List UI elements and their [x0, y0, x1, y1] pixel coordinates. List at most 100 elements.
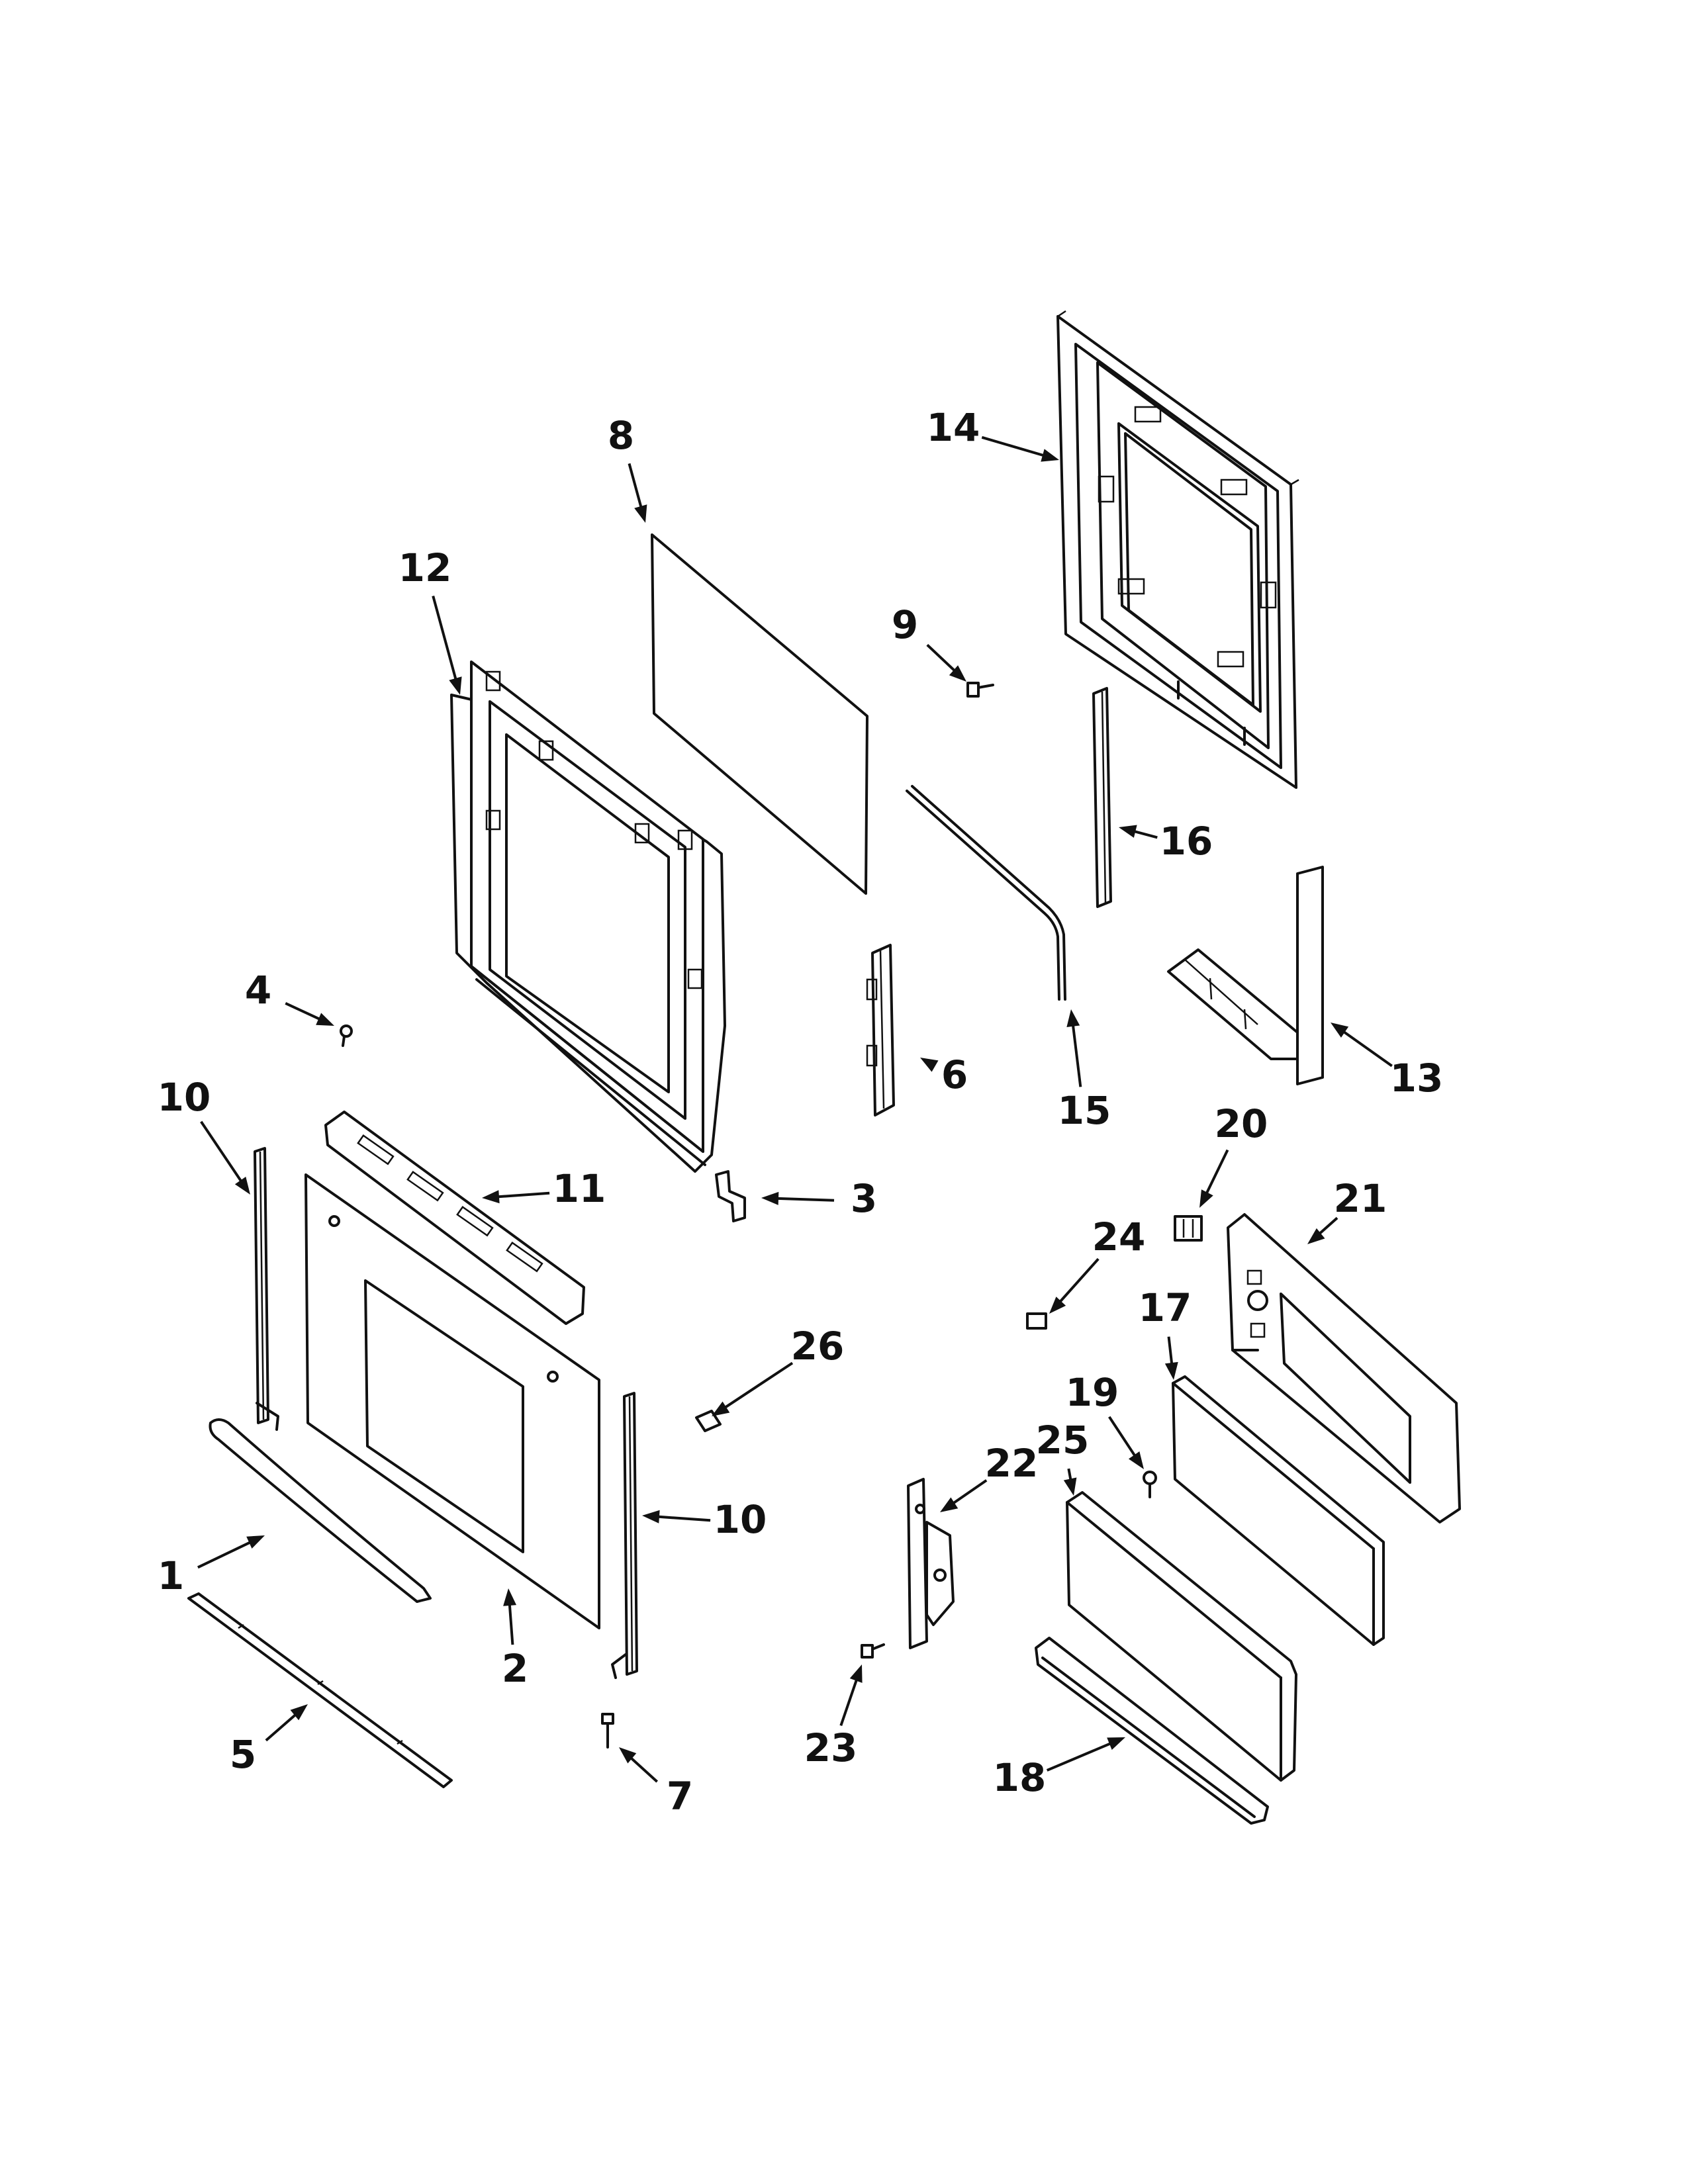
- part-16-hinge-channel: [1092, 687, 1112, 908]
- part-number-label: 9: [892, 602, 918, 647]
- part-number-label: 21: [1334, 1176, 1387, 1221]
- part-17-drawer-panel: [1172, 1375, 1385, 1646]
- callout-c11: 11: [482, 1166, 606, 1211]
- part-number-label: 18: [993, 1755, 1047, 1800]
- callout-c25: 25: [1036, 1418, 1090, 1496]
- part-12-door-frame: [450, 660, 726, 1173]
- callout-c1: 1: [158, 1535, 265, 1598]
- callout-c18: 18: [993, 1737, 1125, 1800]
- part-20-clip: [1174, 1215, 1203, 1242]
- arrowhead: [503, 1588, 517, 1606]
- arrowhead: [290, 1704, 308, 1721]
- part-number-label: 1: [158, 1553, 184, 1598]
- part-number-label: 22: [985, 1441, 1039, 1486]
- arrowhead: [920, 1058, 939, 1072]
- part-number-label: 11: [553, 1166, 606, 1211]
- arrowhead: [1119, 825, 1137, 838]
- part-9-screw: [966, 682, 994, 698]
- arrowhead: [1049, 1297, 1066, 1314]
- part-13-insulation: [1167, 866, 1324, 1085]
- callout-c2: 2: [502, 1588, 528, 1691]
- part-7-screw: [601, 1713, 614, 1749]
- callout-c16: 16: [1119, 819, 1213, 864]
- part-number-label: 25: [1036, 1418, 1090, 1463]
- callout-c23: 23: [804, 1664, 863, 1770]
- callout-c7: 7: [619, 1747, 693, 1819]
- part-number-label: 12: [399, 545, 452, 590]
- part-18-drawer-trim: [1035, 1637, 1269, 1825]
- arrowhead: [1307, 1228, 1325, 1244]
- part-number-label: 26: [791, 1324, 845, 1369]
- arrowhead: [642, 1510, 660, 1524]
- part-number-label: 10: [714, 1497, 767, 1542]
- part-11-vent-trim: [324, 1111, 585, 1325]
- part-number-label: 3: [851, 1176, 877, 1221]
- callout-c19: 19: [1066, 1370, 1144, 1469]
- callout-layer: 1234567891010111213141516171819202122232…: [158, 405, 1444, 1819]
- part-2-outer-door-panel: [305, 1173, 600, 1629]
- part-number-label: 8: [608, 413, 634, 458]
- callout-c14: 14: [927, 405, 1059, 462]
- arrowhead: [1107, 1737, 1125, 1751]
- arrowhead: [712, 1401, 730, 1416]
- callout-c8: 8: [608, 413, 647, 523]
- part-22-drawer-hinge: [907, 1478, 955, 1649]
- part-3-clip: [715, 1170, 746, 1222]
- callout-c17: 17: [1139, 1285, 1192, 1380]
- part-number-label: 15: [1058, 1088, 1111, 1133]
- part-21-drawer-frame: [1227, 1213, 1461, 1524]
- callout-c3: 3: [761, 1176, 877, 1221]
- arrowhead: [619, 1747, 637, 1764]
- part-number-label: 13: [1390, 1056, 1444, 1101]
- arrowhead: [246, 1535, 265, 1549]
- arrowhead: [1199, 1189, 1213, 1208]
- part-number-label: 5: [230, 1732, 256, 1777]
- part-number-label: 4: [245, 968, 271, 1013]
- callout-c24: 24: [1049, 1214, 1145, 1314]
- callout-c10a: 10: [158, 1075, 250, 1195]
- arrowhead: [1041, 449, 1059, 462]
- leader-line: [432, 595, 461, 692]
- arrowhead: [761, 1191, 779, 1205]
- arrowhead: [1331, 1023, 1349, 1038]
- part-15-door-seal: [906, 785, 1066, 1001]
- part-8-door-glass: [651, 533, 868, 895]
- arrowhead: [482, 1190, 500, 1204]
- part-number-label: 23: [804, 1725, 858, 1770]
- callout-c20: 20: [1199, 1101, 1268, 1208]
- part-19-screw: [1143, 1471, 1157, 1498]
- part-24-spacer: [1026, 1312, 1047, 1330]
- arrowhead: [316, 1013, 334, 1026]
- callout-c21: 21: [1307, 1176, 1387, 1244]
- part-5-bottom-trim: [187, 1592, 453, 1788]
- part-6-hinge-bracket: [866, 944, 895, 1116]
- part-26-bumper: [695, 1410, 722, 1432]
- callout-c5: 5: [230, 1704, 308, 1777]
- part-10-side-channel-right: [611, 1392, 638, 1679]
- arrowhead: [1066, 1009, 1080, 1028]
- callout-c22: 22: [940, 1441, 1038, 1512]
- callout-c4: 4: [245, 968, 334, 1026]
- part-10-side-channel-left: [254, 1147, 279, 1431]
- arrowhead: [1128, 1451, 1144, 1469]
- part-number-label: 17: [1139, 1285, 1192, 1330]
- leader-line: [714, 1361, 794, 1416]
- part-23-screw: [861, 1643, 885, 1659]
- arrowhead: [1063, 1477, 1077, 1496]
- part-number-label: 20: [1215, 1101, 1268, 1146]
- part-14-door-liner: [1056, 310, 1299, 789]
- callout-c15: 15: [1058, 1009, 1111, 1133]
- callout-c6: 6: [920, 1052, 968, 1097]
- leader-line: [1046, 1737, 1123, 1772]
- arrowhead: [234, 1176, 250, 1195]
- part-25-drawer-front: [1066, 1491, 1297, 1782]
- part-number-label: 2: [502, 1646, 528, 1691]
- callout-c12: 12: [399, 545, 462, 695]
- arrowhead: [634, 504, 647, 523]
- arrowhead: [849, 1664, 863, 1683]
- part-number-label: 16: [1160, 819, 1213, 864]
- leader-line: [200, 1120, 250, 1193]
- part-1-door-handle: [209, 1418, 432, 1603]
- callout-c13: 13: [1331, 1023, 1443, 1101]
